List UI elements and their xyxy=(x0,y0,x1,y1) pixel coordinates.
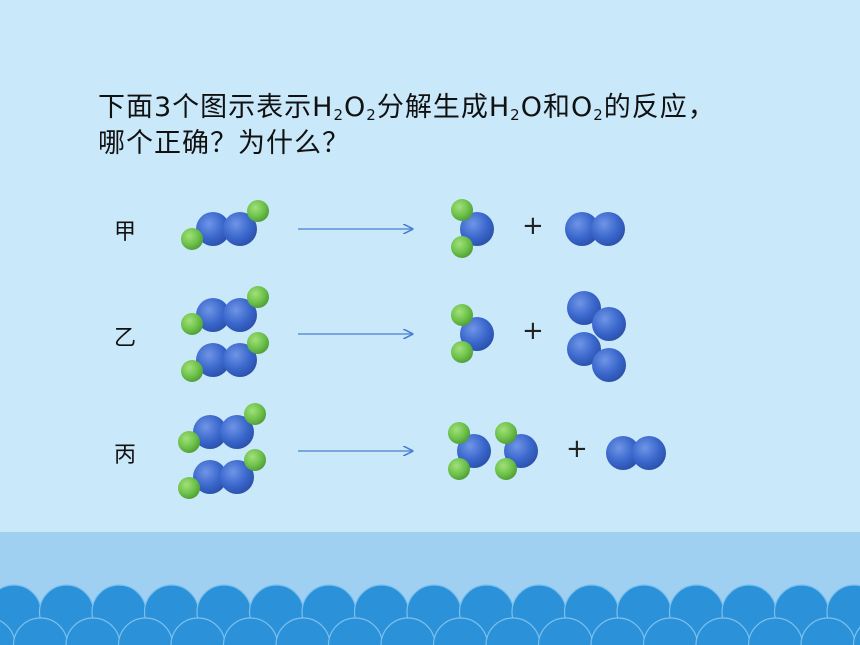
wave-scallop xyxy=(117,617,174,645)
row-jia-reactant-h2o2 xyxy=(181,200,269,250)
row-yi-product-o2-top xyxy=(567,291,626,341)
question-line-2: 哪个正确？为什么？ xyxy=(98,128,350,159)
question-text: 下面3个图示表示H2O2分解生成H2O和O2的反应， 哪个正确？为什么？ xyxy=(98,90,818,162)
row-bing-plus: + xyxy=(566,434,588,464)
wave-scallop xyxy=(380,617,436,645)
wave-scallop xyxy=(0,620,16,645)
question-segment: 下面3个图示表示H xyxy=(98,92,334,123)
row-jia-product-o2 xyxy=(565,212,625,246)
wave-scallop xyxy=(275,617,331,645)
row-yi-product-o2-bottom xyxy=(567,332,626,382)
wave-scallop xyxy=(695,617,751,645)
wave-scallop xyxy=(170,617,226,645)
wave-scallop xyxy=(65,617,121,645)
wave-scallop xyxy=(590,617,646,645)
question-line-1: 下面3个图示表示H2O2分解生成H2O和O2的反应， xyxy=(98,90,818,126)
question-segment: O和O xyxy=(520,92,594,123)
question-segment: 的反应， xyxy=(603,92,716,123)
row-bing-product-h2o-1 xyxy=(448,422,491,480)
wave-scallop xyxy=(327,617,384,645)
wave-scallop xyxy=(747,617,804,645)
wave-scallop xyxy=(642,617,699,645)
wave-scallop xyxy=(537,617,594,645)
row-yi-product-h2o xyxy=(451,304,494,363)
row-bing-product-o2 xyxy=(606,436,666,470)
row-yi-plus: + xyxy=(522,316,544,346)
row-bing-product-h2o-2 xyxy=(495,422,538,480)
row-label-bing: 丙 xyxy=(114,443,137,468)
wave-scallop xyxy=(432,617,489,645)
wave-scallop xyxy=(485,617,541,645)
row-yi-reactant-h2o2-top xyxy=(181,286,269,335)
row-jia-product-h2o xyxy=(451,199,494,258)
question-segment: 分解生成H xyxy=(376,92,511,123)
wave-scallop xyxy=(800,617,856,645)
row-label-yi: 乙 xyxy=(114,326,137,351)
subscript: 2 xyxy=(366,106,377,124)
wave-scallop xyxy=(222,617,279,645)
question-segment: O xyxy=(344,92,367,123)
wave-scallops xyxy=(0,584,860,645)
row-label-jia: 甲 xyxy=(114,220,137,245)
wave-scallop xyxy=(852,626,860,645)
row-bing-reactant-h2o2-top xyxy=(178,403,266,453)
subscript: 2 xyxy=(510,106,521,124)
row-bing-reactant-h2o2-bottom xyxy=(178,449,266,499)
row-yi-reactant-h2o2-bottom xyxy=(181,332,269,382)
subscript: 2 xyxy=(333,106,345,124)
wave-scallop xyxy=(12,617,69,645)
row-jia-plus: + xyxy=(522,211,544,241)
subscript: 2 xyxy=(593,106,604,124)
